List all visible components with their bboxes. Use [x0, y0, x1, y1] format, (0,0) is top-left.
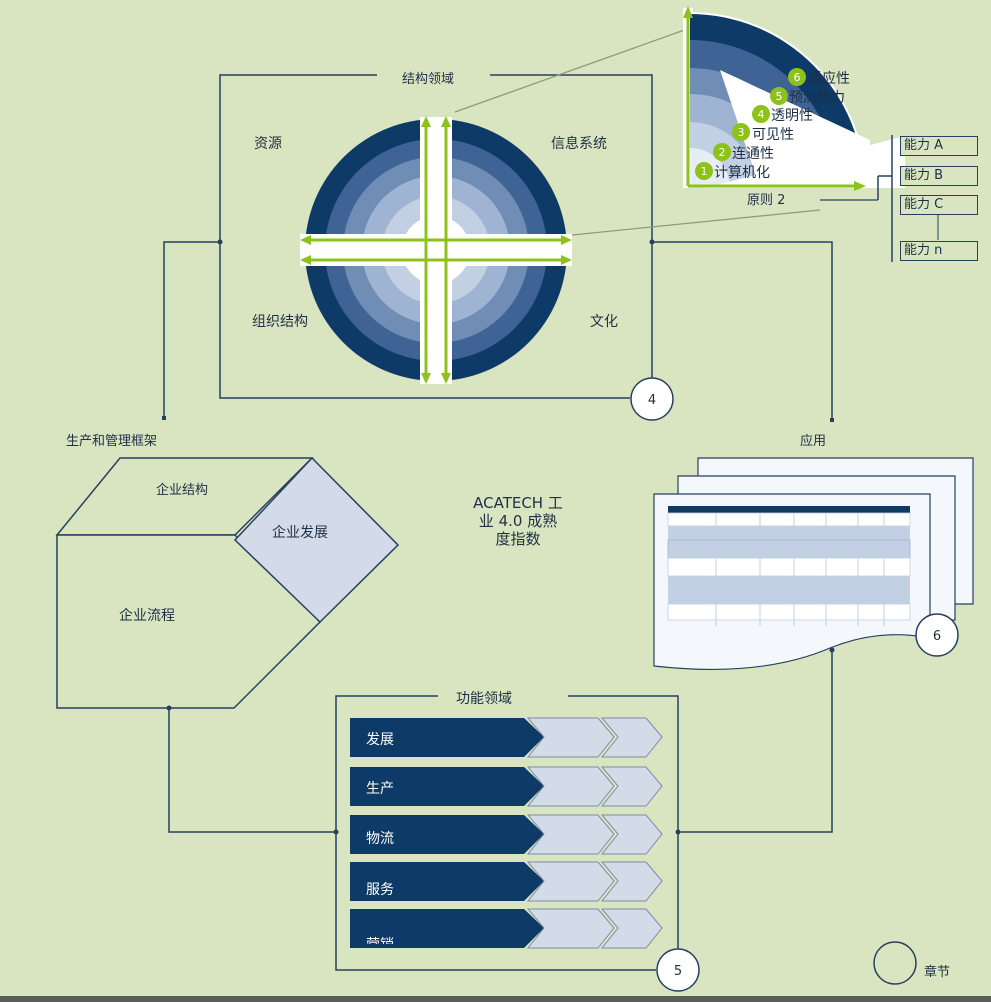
capability-bracket	[820, 135, 939, 262]
function-item-label: 营销	[366, 934, 394, 944]
function-item-label: 生产	[366, 781, 394, 797]
connector-framework-function	[168, 708, 336, 833]
center-title: ACATECH 工 业 4.0 成熟 度指数	[458, 494, 578, 548]
zoom-line-bottom	[571, 209, 821, 236]
step-label: 适应性	[808, 71, 850, 87]
step-number: 5	[776, 90, 783, 103]
enterprise-process-label: 企业流程	[119, 608, 175, 624]
functional-domain-title: 功能领域	[456, 691, 512, 707]
bottom-bar	[0, 996, 991, 1002]
principle-axis-label: 原则 2	[747, 193, 786, 208]
connector-end	[162, 416, 166, 420]
function-item-label: 发展	[366, 732, 394, 748]
center-title-line: 业 4.0 成熟	[478, 512, 558, 530]
center-title-line: 度指数	[495, 530, 541, 548]
step-number: 6	[794, 71, 801, 84]
application-label: 应用	[800, 434, 827, 449]
legend-label: 章节	[924, 965, 951, 980]
function-box-right	[568, 695, 679, 950]
chapter-circle-4	[630, 377, 674, 421]
framework-shape	[55, 456, 400, 709]
center-title-line: ACATECH 工	[473, 494, 563, 512]
capability-box: 能力 C	[900, 195, 978, 215]
chapter-circle-6	[915, 613, 959, 657]
connector-to-application	[652, 241, 833, 420]
step-label: 预测能力	[789, 90, 845, 106]
function-item-label: 服务	[366, 882, 394, 898]
enterprise-structure-label: 企业结构	[156, 483, 209, 498]
zoom-line-top	[454, 27, 691, 113]
chapter-number-5: 5	[674, 964, 682, 979]
capability-box: 能力 B	[900, 166, 978, 186]
connector-dot	[829, 647, 835, 653]
framework-label: 生产和管理框架	[66, 434, 158, 449]
connector-dot	[217, 239, 223, 245]
capability-box: 能力 n	[900, 241, 978, 261]
enterprise-development-label: 企业发展	[272, 525, 328, 541]
chapter-number-4: 4	[648, 393, 656, 408]
quadrant-label-culture: 文化	[590, 314, 618, 330]
step-number: 2	[719, 146, 726, 159]
connector-function-application	[678, 650, 833, 833]
principle-markers	[695, 68, 806, 180]
chapter-number-6: 6	[933, 629, 941, 644]
quadrant-label-organizational-structure: 组织结构	[252, 314, 308, 330]
connector-end	[830, 418, 834, 422]
chapter-circle-5	[656, 948, 700, 992]
legend-circle	[873, 941, 917, 985]
quadrant-label-information-systems: 信息系统	[551, 136, 607, 152]
structure-box-left	[219, 74, 630, 399]
quadrant-label-resources: 资源	[254, 136, 282, 152]
step-label: 连通性	[732, 146, 774, 162]
cross-arrows	[300, 116, 572, 384]
step-number: 3	[738, 126, 745, 139]
connector-dot	[649, 239, 655, 245]
function-box-left	[335, 695, 656, 971]
step-number: 4	[758, 108, 765, 121]
application-documents	[653, 457, 974, 671]
step-label: 透明性	[771, 108, 813, 124]
function-item-label: 物流	[366, 831, 394, 847]
connector-to-framework	[163, 241, 220, 418]
capability-box: 能力 A	[900, 136, 978, 156]
function-chevrons	[350, 717, 663, 949]
step-label: 计算机化	[714, 165, 770, 181]
structure-box-right	[490, 74, 653, 378]
connector-dot	[166, 705, 172, 711]
structure-domain-title: 结构领域	[402, 72, 455, 87]
step-number: 1	[701, 165, 708, 178]
step-label: 可见性	[752, 127, 794, 143]
